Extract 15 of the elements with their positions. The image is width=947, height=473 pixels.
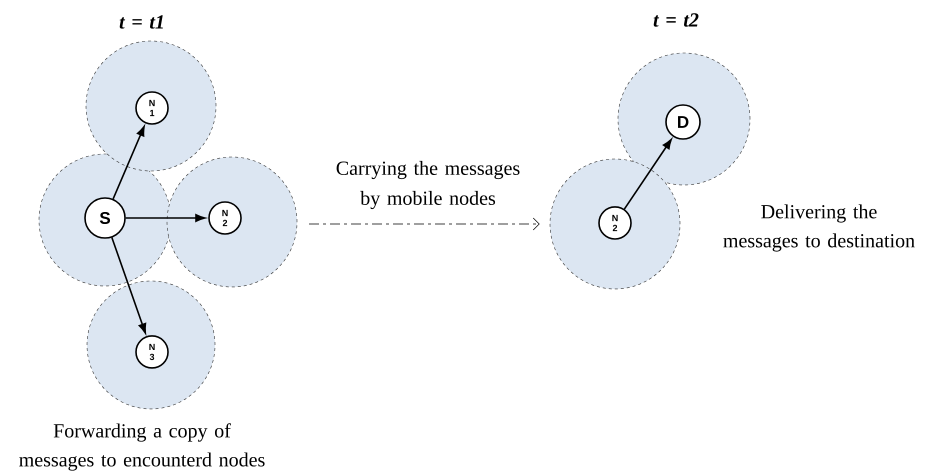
- arrow: [624, 138, 672, 210]
- arrow: [112, 126, 145, 200]
- time-heading: t = t2: [654, 13, 698, 27]
- range-circle: [166, 156, 298, 288]
- edge-label: Carrying the messages by mobile nodes: [336, 160, 520, 210]
- caption-text: Forwarding a copy of messages to encounterd nodes: [19, 423, 265, 471]
- caption-text: Delivering the messages to destination: [723, 204, 915, 252]
- range-circle: [86, 280, 216, 410]
- range-circle: [86, 40, 216, 172]
- arrow: [111, 237, 146, 334]
- time-heading: t = t1: [120, 15, 163, 29]
- range-circle: [618, 52, 750, 186]
- arrow: [126, 214, 206, 222]
- range-circle: [550, 158, 680, 290]
- arrow: [308, 218, 540, 230]
